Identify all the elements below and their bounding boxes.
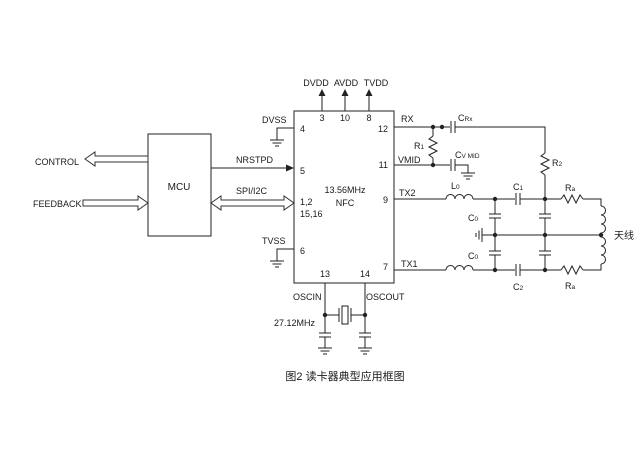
pin-11-number: 11 bbox=[379, 160, 388, 170]
r2-resistor bbox=[539, 152, 551, 176]
pin-1-2-number: 1,2 bbox=[300, 197, 313, 207]
ra-top-label: Ra bbox=[565, 183, 576, 193]
crx-to-r2-wire bbox=[455, 126, 546, 153]
tvdd-label: TVDD bbox=[364, 78, 389, 88]
cvmid-ground-wire bbox=[455, 164, 469, 173]
antenna-label: 天线 bbox=[614, 229, 634, 242]
pin-14-number: 14 bbox=[360, 269, 370, 279]
tvss-label: TVSS bbox=[262, 236, 286, 246]
nfc-label: NFC bbox=[336, 198, 355, 208]
ra-top-to-antenna-wire bbox=[583, 198, 602, 206]
rx-junction-2 bbox=[439, 124, 445, 130]
mcu-block bbox=[147, 133, 212, 237]
pin-12-number: 12 bbox=[378, 124, 388, 134]
mid-bus-junction-right bbox=[542, 232, 548, 238]
vmid-junction bbox=[430, 162, 436, 168]
r1-resistor bbox=[427, 135, 439, 159]
oscin-label: OSCIN bbox=[293, 292, 322, 302]
dvdd-label: DVDD bbox=[303, 78, 329, 88]
antenna-coil-upper bbox=[600, 205, 606, 235]
crx-label: CRx bbox=[458, 113, 473, 123]
nrstpd-arrowhead bbox=[286, 164, 294, 172]
dvdd-arrowhead bbox=[318, 89, 326, 96]
l0-bottom-inductor bbox=[445, 265, 474, 271]
avdd-arrowhead bbox=[341, 89, 349, 96]
nfc-chip bbox=[293, 110, 395, 284]
crystal-frequency-label: 27.12MHz bbox=[274, 318, 316, 328]
l0-label: L0 bbox=[451, 181, 460, 191]
control-arrow bbox=[84, 151, 149, 167]
pin-5-number: 5 bbox=[300, 166, 305, 176]
ra-top-resistor bbox=[560, 193, 584, 205]
pin-15-16-number: 15,16 bbox=[300, 209, 323, 219]
mid-ground-icon bbox=[475, 228, 483, 242]
dvss-label: DVSS bbox=[262, 115, 287, 125]
ra-bottom-to-antenna-wire bbox=[583, 264, 602, 271]
pin-13-number: 13 bbox=[320, 269, 330, 279]
dvss-ground-icon bbox=[270, 139, 284, 147]
pin-4-number: 4 bbox=[300, 124, 305, 134]
r1-label: R1 bbox=[414, 141, 425, 151]
spi-i2c-arrow bbox=[210, 195, 295, 211]
oscout-ground-icon bbox=[358, 347, 372, 355]
ra-bottom-resistor bbox=[560, 264, 584, 276]
mid-bus-junction-left bbox=[492, 232, 498, 238]
pin-9-number: 9 bbox=[383, 195, 388, 205]
feedback-label: FEEDBACK bbox=[33, 199, 82, 209]
feedback-arrow bbox=[82, 195, 149, 211]
oscin-ground-icon bbox=[318, 347, 332, 355]
tx2-label: TX2 bbox=[399, 188, 416, 198]
oscout-label: OSCOUT bbox=[366, 292, 405, 302]
dvss-wire bbox=[276, 127, 294, 140]
figure-caption: 图2 读卡器典型应用框图 bbox=[285, 369, 404, 383]
c0-top-label: C0 bbox=[468, 213, 479, 223]
cvmid-label: CV MID bbox=[455, 150, 480, 160]
control-label: CONTROL bbox=[35, 157, 79, 167]
rx-label: RX bbox=[401, 114, 414, 124]
tvss-ground-icon bbox=[270, 260, 284, 268]
tvss-wire bbox=[276, 248, 294, 261]
r2-label: R2 bbox=[552, 158, 563, 168]
spi-i2c-label: SPI/I2C bbox=[236, 186, 268, 196]
tx1-label: TX1 bbox=[401, 259, 418, 269]
c2-label: C2 bbox=[513, 282, 524, 292]
l0-top-inductor bbox=[445, 194, 474, 200]
antenna-coil-lower bbox=[600, 235, 606, 265]
crystal-body bbox=[341, 305, 349, 325]
pin-10-number: 10 bbox=[340, 113, 350, 123]
ra-bottom-label: Ra bbox=[565, 281, 576, 291]
mcu-label: MCU bbox=[168, 182, 191, 193]
nfc-frequency-label: 13.56MHz bbox=[324, 185, 366, 195]
c0-bottom-label: C0 bbox=[468, 251, 479, 261]
c1-label: C1 bbox=[513, 182, 524, 192]
pin-3-number: 3 bbox=[319, 113, 324, 123]
cvmid-ground-icon bbox=[461, 172, 475, 180]
nrstpd-label: NRSTPD bbox=[236, 155, 274, 165]
tvdd-arrowhead bbox=[365, 89, 373, 96]
pin-8-number: 8 bbox=[366, 113, 371, 123]
pin-7-number: 7 bbox=[383, 262, 388, 272]
avdd-label: AVDD bbox=[334, 78, 359, 88]
pin-6-number: 6 bbox=[300, 246, 305, 256]
vmid-label: VMID bbox=[398, 155, 421, 165]
